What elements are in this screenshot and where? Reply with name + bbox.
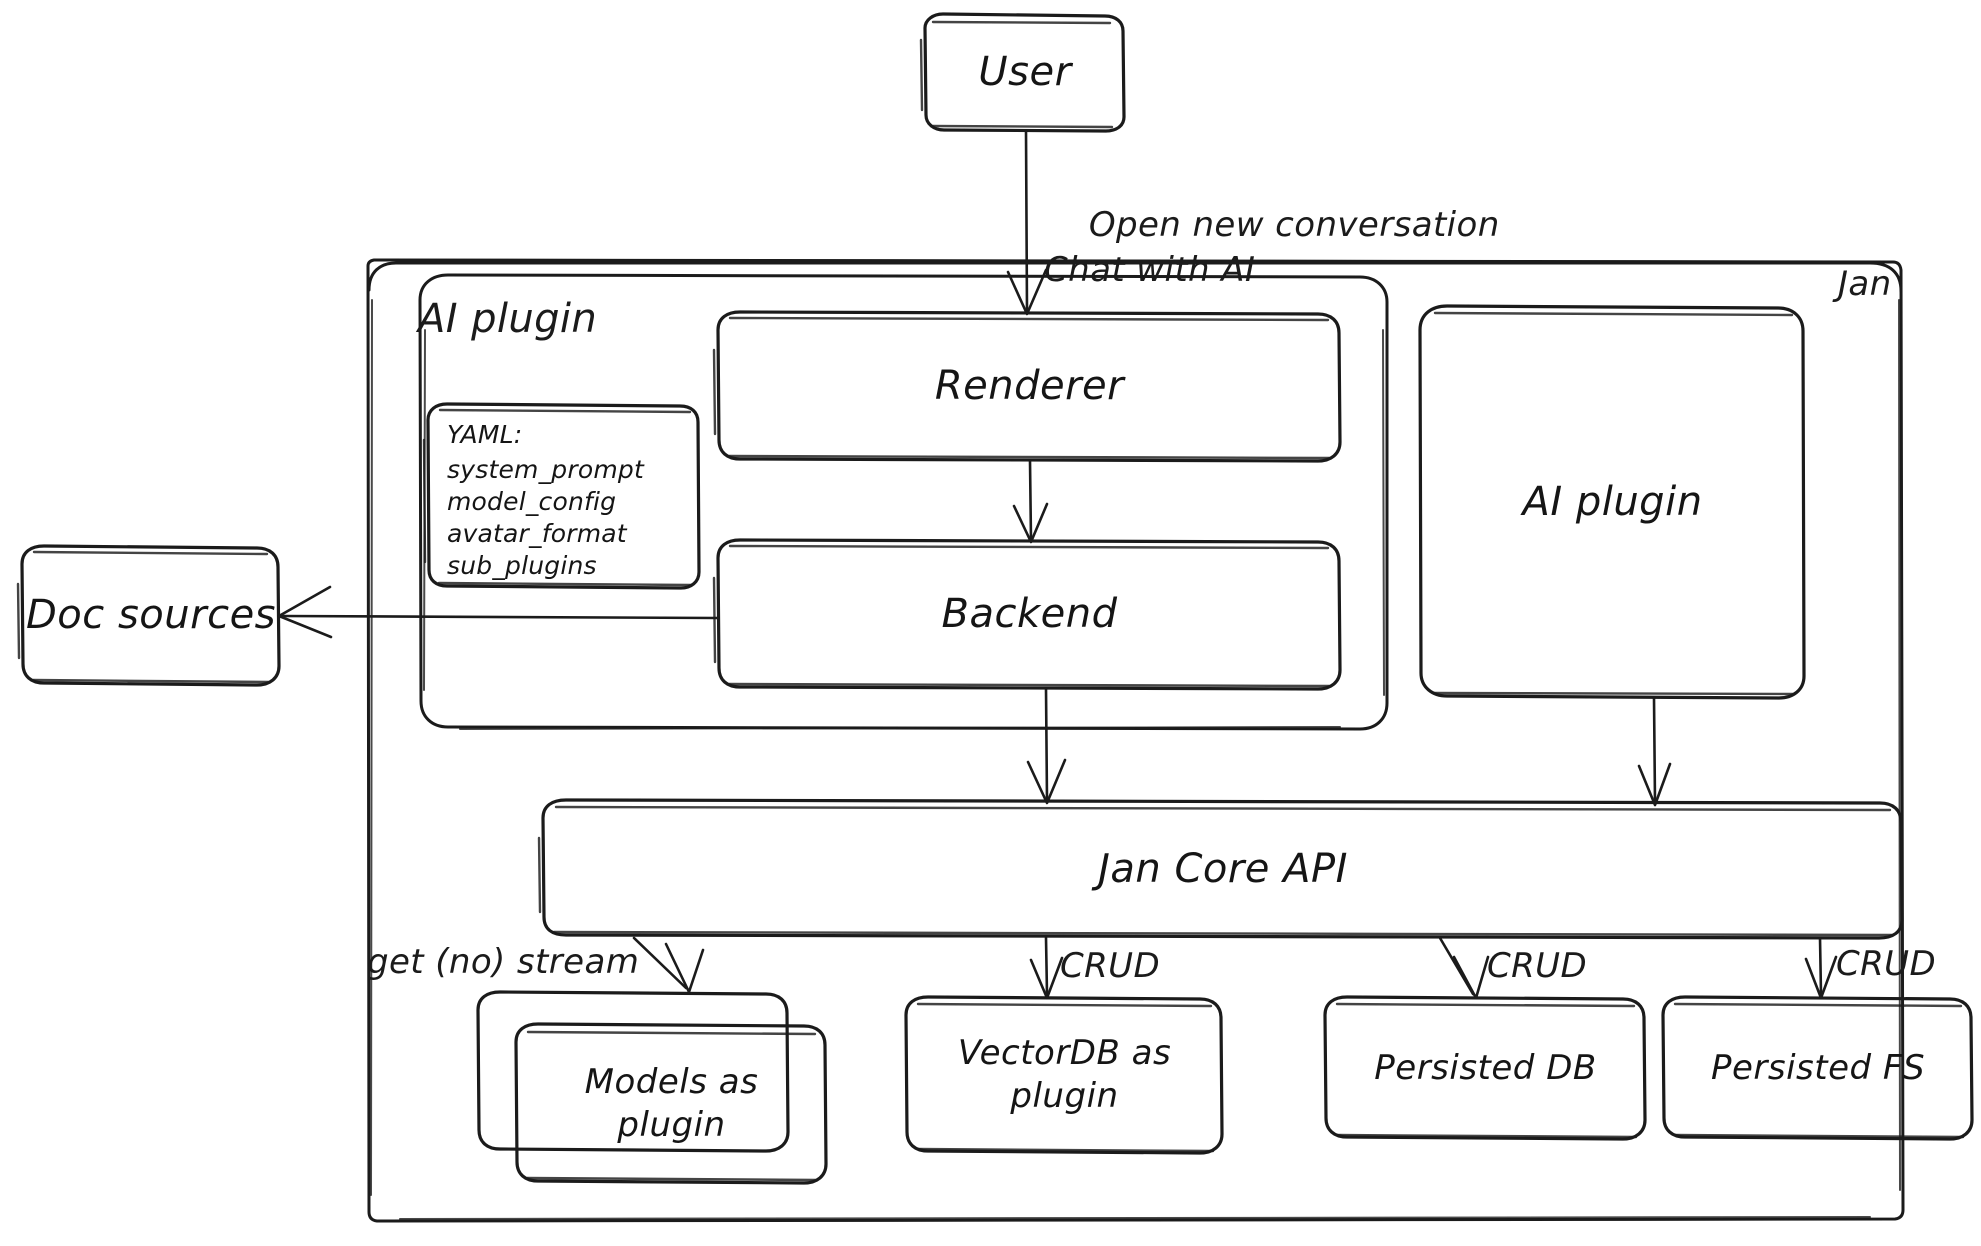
node-persisted-fs-outline[interactable]	[1661, 995, 1974, 1141]
node-persisted-db-outline[interactable]	[1323, 995, 1647, 1141]
node-label-jan-core-api[interactable]: Jan Core API	[1098, 845, 1348, 892]
node-label-backend[interactable]: Backend	[941, 591, 1118, 638]
yaml-note-key-system-prompt: system_prompt	[447, 455, 644, 484]
edge-core-fs	[1804, 936, 1838, 1000]
node-label-doc-sources[interactable]: Doc sources	[25, 592, 277, 639]
node-ai-plugin-outline[interactable]	[1418, 304, 1806, 700]
node-backend-outline[interactable]	[712, 538, 1342, 691]
edge-core-db	[1438, 936, 1490, 1000]
edge-backend-doc-sources	[277, 585, 720, 639]
edge-aiplugin-core	[1637, 696, 1672, 807]
yaml-note-title: YAML:	[447, 420, 523, 449]
node-yaml-note-outline	[422, 402, 701, 590]
node-label-vectordb-as-plugin-text: VectorDB as plugin	[957, 1033, 1172, 1116]
edge-label-user-renderer: Open new conversation Chat with AI	[1044, 158, 1500, 338]
edge-core-vectordb	[1029, 936, 1064, 1000]
edge-renderer-backend	[1012, 459, 1049, 544]
node-label-renderer[interactable]: Renderer	[934, 363, 1125, 410]
node-models-as-plugin-outline[interactable]	[476, 990, 828, 1185]
node-renderer-outline[interactable]	[712, 310, 1342, 463]
node-label-models-as-plugin-text: Models as plugin	[584, 1061, 759, 1145]
edge-label-core-vectordb: CRUD	[1060, 946, 1161, 986]
node-label-persisted-db[interactable]: Persisted DB	[1374, 1047, 1597, 1088]
node-label-persisted-fs[interactable]: Persisted FS	[1710, 1047, 1926, 1088]
node-doc-sources-outline[interactable]	[16, 544, 281, 687]
node-label-models-as-plugin[interactable]: Models as plugin	[517, 1024, 826, 1183]
edge-label-core-models: get (no) stream	[367, 942, 640, 982]
node-label-user[interactable]: User	[978, 49, 1072, 96]
edge-label-user-renderer-text: Open new conversation Chat with AI	[1044, 204, 1500, 290]
container-jan-outline	[366, 258, 1905, 1223]
edge-core-models	[632, 936, 705, 994]
node-jan-core-api-outline[interactable]	[537, 798, 1904, 940]
container-label-jan: Jan	[1838, 264, 1892, 304]
node-user-outline[interactable]	[919, 12, 1126, 133]
yaml-note-key-sub-plugins: sub_plugins	[447, 551, 597, 580]
edge-label-core-fs: CRUD	[1836, 944, 1937, 984]
edge-label-core-db: CRUD	[1487, 946, 1588, 986]
node-label-ai-plugin[interactable]: AI plugin	[1522, 478, 1703, 525]
node-vectordb-as-plugin-outline[interactable]	[904, 995, 1224, 1155]
edge-user-renderer	[1006, 129, 1048, 316]
edge-backend-core	[1026, 687, 1067, 805]
node-label-vectordb-as-plugin[interactable]: VectorDB as plugin	[907, 997, 1222, 1153]
yaml-note-key-model-config: model_config	[447, 487, 617, 516]
container-label-ai-plugin-group: AI plugin	[418, 296, 598, 342]
yaml-note-key-avatar-format: avatar_format	[447, 519, 627, 548]
